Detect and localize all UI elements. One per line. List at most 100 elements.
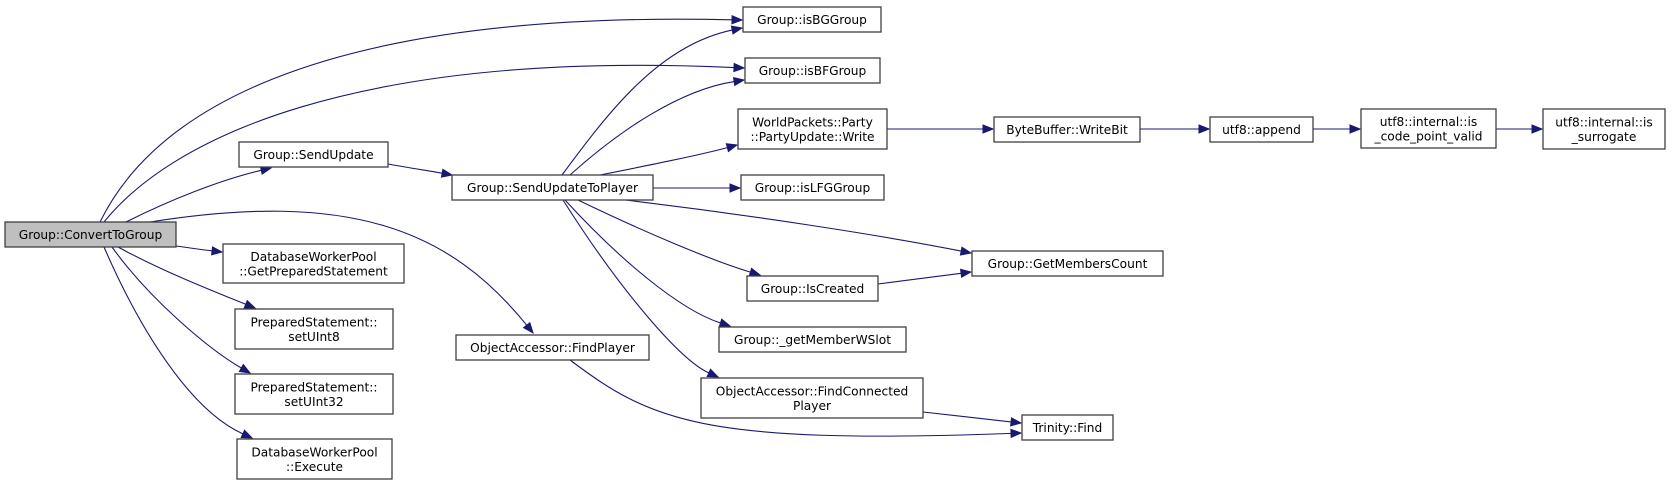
node-get-prepared-statement[interactable]: DatabaseWorkerPool::GetPreparedStatement	[222, 243, 405, 284]
arrowhead-icon	[522, 321, 534, 335]
node-party-update-write[interactable]: WorldPackets::Party::PartyUpdate::Write	[737, 108, 888, 150]
node-label: Player	[793, 399, 832, 413]
node-set-uint32[interactable]: PreparedStatement::setUInt32	[234, 373, 394, 415]
node-box	[740, 174, 885, 201]
edge-convert-to-group-to-is-bg-group	[99, 15, 744, 223]
edge-line	[564, 199, 721, 324]
edge-is-code-point-valid-to-is-surrogate	[1495, 124, 1544, 134]
arrowhead-icon	[731, 15, 744, 25]
node-send-update[interactable]: Group::SendUpdate	[238, 141, 389, 168]
node-label: Group::isBFGroup	[759, 64, 867, 78]
edge-line	[577, 199, 751, 273]
node-label: ByteBuffer::WriteBit	[1006, 123, 1128, 137]
node-box	[234, 373, 394, 415]
nodes-layer: Group::ConvertToGroup Group::isBGGroupGro…	[4, 6, 1666, 480]
node-box	[718, 326, 907, 353]
edge-line	[561, 29, 733, 176]
node-is-bf-group[interactable]: Group::isBFGroup	[744, 57, 881, 84]
edge-line	[117, 246, 246, 305]
node-label: ObjectAccessor::FindPlayer	[470, 341, 636, 355]
arrowhead-icon	[211, 246, 224, 256]
node-label: Trinity::Find	[1032, 421, 1102, 435]
node-label: setUInt8	[288, 330, 339, 344]
edge-find-connected-player-to-trinity-find	[922, 411, 1023, 427]
node-is-code-point-valid[interactable]: utf8::internal::is_code_point_valid	[1360, 108, 1497, 149]
edge-convert-to-group-to-set-uint8	[117, 246, 257, 309]
node-is-surrogate[interactable]: utf8::internal::is_surrogate	[1542, 108, 1666, 150]
node-label: PreparedStatement::	[251, 380, 378, 394]
node-is-created[interactable]: Group::IsCreated	[746, 275, 879, 302]
node-label: WorldPackets::Party	[752, 115, 873, 129]
edge-convert-to-group-to-get-prepared-statement	[175, 245, 224, 256]
edge-line	[103, 246, 244, 435]
node-label: Group::ConvertToGroup	[19, 228, 163, 242]
node-box	[1542, 108, 1666, 150]
node-get-member-wslot[interactable]: Group::_getMemberWSlot	[718, 326, 907, 353]
node-box	[1021, 414, 1114, 441]
edge-line	[599, 147, 728, 176]
arrowhead-icon	[725, 143, 739, 153]
edge-write-bit-to-utf8-append	[1139, 124, 1211, 134]
arrowhead-icon	[959, 268, 973, 279]
node-box	[1360, 108, 1497, 149]
node-box	[451, 174, 654, 201]
arrowhead-icon	[1198, 124, 1211, 134]
node-write-bit[interactable]: ByteBuffer::WriteBit	[993, 116, 1141, 143]
node-label: ::GetPreparedStatement	[239, 264, 388, 278]
node-get-members-count[interactable]: Group::GetMembersCount	[971, 250, 1164, 277]
edge-line	[149, 210, 528, 326]
edge-convert-to-group-to-find-player	[149, 210, 534, 335]
arrowhead-icon	[240, 429, 254, 439]
node-trinity-find[interactable]: Trinity::Find	[1021, 414, 1114, 441]
edge-line	[624, 199, 962, 252]
node-set-uint8[interactable]: PreparedStatement::setUInt8	[234, 308, 394, 350]
edge-convert-to-group-to-execute	[103, 246, 254, 439]
edge-line	[569, 81, 735, 176]
node-label: Group::_getMemberWSlot	[734, 333, 891, 347]
edge-send-update-to-player-to-get-member-wslot	[564, 199, 732, 328]
node-is-bg-group[interactable]: Group::isBGGroup	[742, 6, 882, 33]
edge-send-update-to-player-to-is-bg-group	[561, 25, 744, 176]
arrowhead-icon	[243, 299, 257, 309]
edge-is-created-to-get-members-count	[877, 268, 973, 285]
node-box	[971, 250, 1164, 277]
node-label: ::Execute	[286, 460, 343, 474]
node-box	[737, 108, 888, 150]
edge-utf8-append-to-is-code-point-valid	[1312, 124, 1362, 134]
arrowhead-icon	[1349, 124, 1362, 134]
node-box	[744, 57, 881, 84]
edge-convert-to-group-to-set-uint32	[111, 246, 252, 374]
arrowhead-icon	[732, 76, 746, 87]
node-send-update-to-player[interactable]: Group::SendUpdateToPlayer	[451, 174, 654, 201]
node-label: Group::isBGGroup	[757, 13, 867, 27]
node-box	[222, 243, 405, 284]
node-convert-to-group[interactable]: Group::ConvertToGroup	[4, 221, 177, 248]
node-is-lfg-group[interactable]: Group::isLFGGroup	[740, 174, 885, 201]
node-box	[1209, 116, 1314, 143]
edge-send-update-to-send-update-to-player	[387, 163, 454, 178]
node-label: ::PartyUpdate::Write	[750, 130, 874, 144]
node-utf8-append[interactable]: utf8::append	[1209, 116, 1314, 143]
edge-line	[175, 245, 213, 252]
node-box	[746, 275, 879, 302]
node-execute[interactable]: DatabaseWorkerPool::Execute	[236, 438, 393, 480]
edge-line	[387, 163, 443, 174]
arrowhead-icon	[1010, 417, 1023, 427]
arrowhead-icon	[1531, 124, 1544, 134]
edge-line	[111, 246, 242, 369]
node-label: Group::SendUpdate	[253, 148, 373, 162]
arrowhead-icon	[729, 183, 742, 193]
arrowhead-icon	[706, 368, 720, 378]
arrowhead-icon	[959, 246, 973, 256]
arrowhead-icon	[730, 25, 744, 35]
node-label: DatabaseWorkerPool	[250, 250, 376, 264]
edge-line	[99, 18, 733, 223]
node-find-player[interactable]: ObjectAccessor::FindPlayer	[455, 334, 650, 361]
node-label: _code_point_valid	[1374, 129, 1483, 143]
node-label: ObjectAccessor::FindConnected	[716, 384, 908, 398]
edge-send-update-to-player-to-is-bf-group	[569, 76, 746, 176]
node-box	[742, 6, 882, 33]
node-label: Group::GetMembersCount	[988, 257, 1148, 271]
